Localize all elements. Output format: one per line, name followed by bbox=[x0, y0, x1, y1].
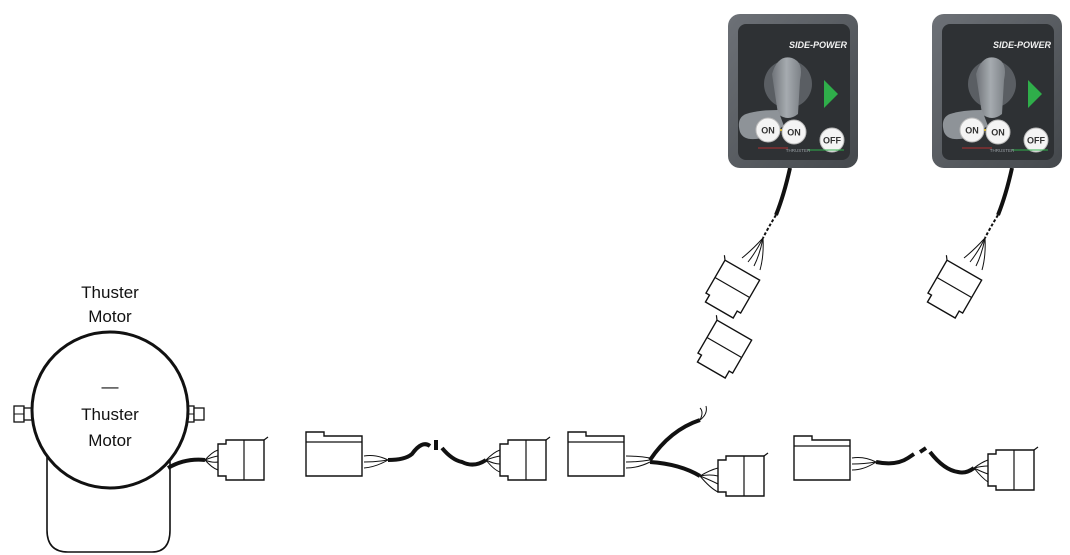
on-button-right-label: ON bbox=[787, 128, 801, 138]
extension-2-male-connector bbox=[793, 435, 851, 481]
motor-body bbox=[30, 330, 190, 490]
control-panel-1: SIDE-POWER ON ON OFF THRUSTER bbox=[728, 14, 858, 168]
extension-1-female-connector bbox=[499, 436, 551, 481]
on-button-left[interactable]: ON bbox=[755, 117, 781, 143]
motor-dash: — bbox=[102, 377, 119, 396]
motor-label-inside-line2: Motor bbox=[88, 431, 132, 450]
splitter-branch-connector-upper bbox=[696, 315, 753, 379]
motor-cable bbox=[166, 457, 206, 470]
on-button-right-label: ON bbox=[991, 128, 1005, 138]
motor-connector bbox=[217, 436, 269, 481]
panel-1-plug bbox=[704, 255, 761, 319]
off-button[interactable]: OFF bbox=[1023, 127, 1049, 153]
extension-1-male-connector bbox=[305, 431, 363, 477]
off-button-label: OFF bbox=[1027, 136, 1045, 146]
y-splitter-cable bbox=[625, 405, 719, 493]
off-button-label: OFF bbox=[823, 136, 841, 146]
panel-brand-text: SIDE-POWER bbox=[993, 40, 1052, 50]
on-button-right[interactable]: ON bbox=[985, 119, 1011, 145]
right-arrow-icon bbox=[1028, 80, 1042, 108]
right-arrow-icon bbox=[824, 80, 838, 108]
off-button[interactable]: OFF bbox=[819, 127, 845, 153]
on-button-left-label: ON bbox=[965, 126, 979, 136]
cables bbox=[363, 167, 1014, 493]
on-button-right[interactable]: ON bbox=[781, 119, 807, 145]
extension-2-female-connector bbox=[987, 446, 1039, 491]
control-panel-2: SIDE-POWER ON ON OFF THRUSTER bbox=[932, 14, 1062, 168]
motor-label-top-line1: Thuster bbox=[81, 283, 139, 302]
panel-caption: THRUSTER bbox=[990, 148, 1015, 153]
motor-label-top-line2: Motor bbox=[88, 307, 132, 326]
panel-1-cable bbox=[741, 167, 792, 271]
panel-caption: THRUSTER bbox=[786, 148, 811, 153]
extension-cable-1 bbox=[363, 440, 501, 473]
splitter-branch-connector-lower bbox=[717, 452, 769, 497]
panel-2-cable bbox=[963, 167, 1014, 271]
splitter-male-connector bbox=[567, 431, 625, 477]
thruster-motor: Thuster Motor — Thuster Motor bbox=[13, 283, 219, 553]
panel-brand-text: SIDE-POWER bbox=[789, 40, 848, 50]
motor-label-inside-line1: Thuster bbox=[81, 405, 139, 424]
on-button-left[interactable]: ON bbox=[959, 117, 985, 143]
panel-2-plug bbox=[926, 255, 983, 319]
on-button-left-label: ON bbox=[761, 126, 775, 136]
extension-cable-2 bbox=[851, 446, 989, 483]
